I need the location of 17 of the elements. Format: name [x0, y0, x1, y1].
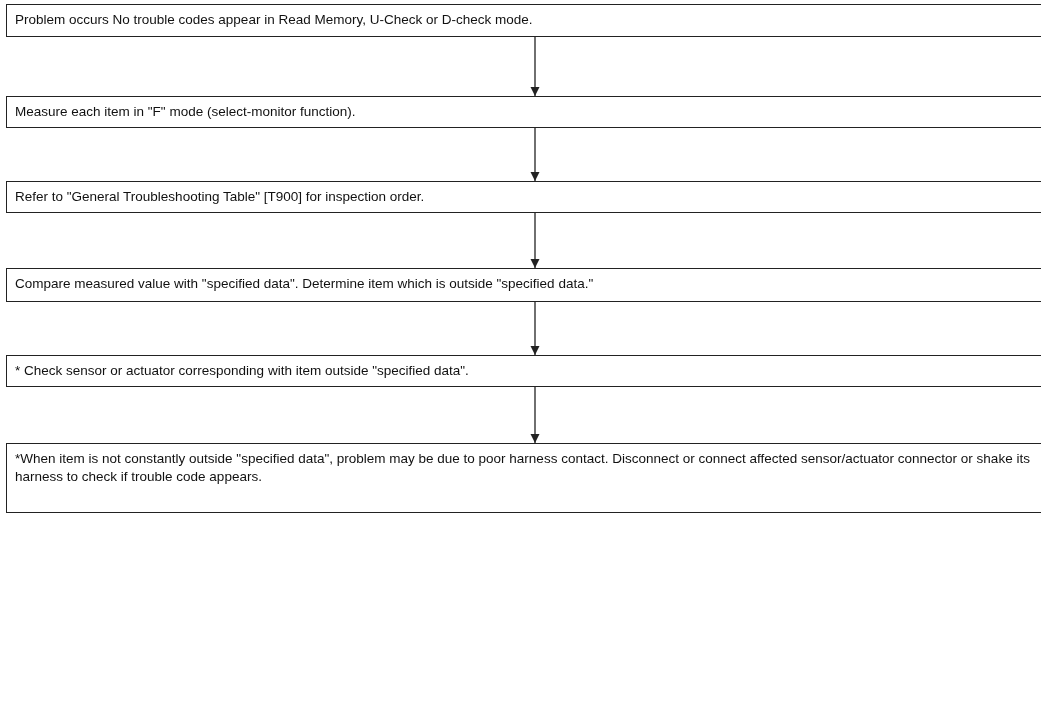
- process-box: [6, 355, 1041, 388]
- arrow: [530, 386, 540, 444]
- process-box: [6, 181, 1041, 214]
- process-box: [6, 443, 1041, 513]
- process-box: [6, 4, 1041, 37]
- arrow: [530, 36, 540, 97]
- process-box: [6, 268, 1041, 302]
- step-text: * Check sensor or actuator corresponding with item outside "specified data".: [15, 362, 470, 380]
- step-text: Measure each item in "F" mode (select-monitor function).: [15, 103, 357, 121]
- step-text: *When item is not constantly outside "specified data", problem may be due to poor harness contact. Disconnect or connect affected sensor/actuator connector or shake its harness to check if trouble code appears.: [15, 450, 1031, 487]
- arrow: [530, 127, 540, 182]
- process-box: [6, 96, 1041, 129]
- arrow: [530, 212, 540, 269]
- arrow: [530, 301, 540, 356]
- step-text: Compare measured value with "specified data". Determine item which is outside "specified data.": [15, 275, 595, 293]
- step-text: Problem occurs No trouble codes appear in Read Memory, U-Check or D-check mode.: [15, 11, 534, 29]
- step-text: Refer to "General Troubleshooting Table" [T900] for inspection order.: [15, 188, 426, 206]
